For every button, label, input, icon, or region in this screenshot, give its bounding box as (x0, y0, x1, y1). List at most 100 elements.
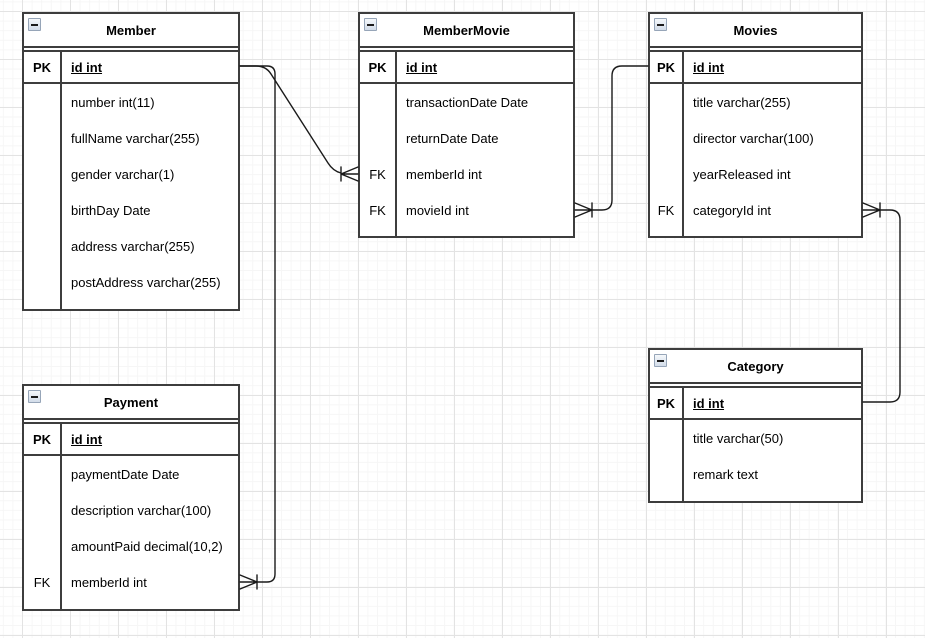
entity-table-category[interactable]: Category PK id int title varchar(50) remark… (648, 348, 863, 503)
entity-title: Movies (733, 22, 778, 38)
entity-rows: PK id int number int(11) fullName varchar(2… (24, 52, 238, 300)
table-row[interactable]: FK movieId int (360, 192, 573, 228)
key-column-divider (60, 422, 62, 609)
entity-title: Member (106, 22, 156, 38)
table-row[interactable]: gender varchar(1) (24, 156, 238, 192)
relationship-member-to-payment[interactable] (239, 65, 276, 583)
table-row[interactable]: paymentDate Date (24, 456, 238, 492)
field-label: title varchar(50) (693, 430, 784, 446)
table-row[interactable]: FK memberId int (360, 156, 573, 192)
table-row[interactable]: birthDay Date (24, 192, 238, 228)
table-row[interactable]: FK categoryId int (650, 192, 861, 228)
header-separator (24, 50, 238, 52)
field-label: memberId int (406, 166, 482, 182)
entity-rows: PK id int paymentDate Date description varc… (24, 424, 238, 600)
key-label: PK (368, 59, 387, 75)
table-row[interactable]: fullName varchar(255) (24, 120, 238, 156)
table-row[interactable]: address varchar(255) (24, 228, 238, 264)
field-label: paymentDate Date (71, 466, 180, 482)
key-label: FK (33, 574, 51, 590)
key-label: PK (32, 59, 52, 75)
relationship-movies-to-membermovie[interactable] (591, 65, 649, 211)
entity-header: Movies (650, 14, 861, 48)
entity-header: MemberMovie (360, 14, 573, 48)
entity-header: Member (24, 14, 238, 48)
entity-table-member[interactable]: Member PK id int number int(11) fullName va… (22, 12, 240, 311)
field-label: remark text (693, 466, 759, 482)
primary-key-row[interactable]: PK id int (24, 52, 238, 84)
key-column-divider (395, 50, 397, 236)
crowfoot-many-icon (340, 166, 359, 182)
header-separator (360, 50, 573, 52)
table-row[interactable]: amountPaid decimal(10,2) (24, 528, 238, 564)
header-separator (650, 50, 861, 52)
field-label: id int (693, 395, 725, 411)
table-row[interactable]: returnDate Date (360, 120, 573, 156)
primary-key-row[interactable]: PK id int (650, 52, 861, 84)
field-label: title varchar(255) (693, 94, 791, 110)
table-row[interactable]: yearReleased int (650, 156, 861, 192)
table-row[interactable]: title varchar(255) (650, 84, 861, 120)
key-label: PK (656, 395, 676, 411)
field-label: director varchar(100) (693, 130, 814, 146)
field-label: categoryId int (693, 202, 772, 218)
field-label: description varchar(100) (71, 502, 212, 518)
field-label: number int(11) (71, 94, 155, 110)
key-label: FK (369, 202, 386, 218)
key-label: FK (369, 166, 386, 182)
collapse-minus-icon[interactable] (364, 18, 377, 31)
field-label: returnDate Date (406, 130, 499, 146)
field-label: memberId int (71, 574, 147, 590)
collapse-minus-icon[interactable] (654, 354, 667, 367)
field-label: id int (71, 59, 103, 75)
entity-table-movies[interactable]: Movies PK id int title varchar(255) directo… (648, 12, 863, 238)
field-label: fullName varchar(255) (71, 130, 200, 146)
table-row[interactable]: number int(11) (24, 84, 238, 120)
relationship-member-to-membermovie[interactable] (239, 65, 342, 174)
key-column-divider (682, 50, 684, 236)
field-label: id int (693, 59, 725, 75)
field-label: amountPaid decimal(10,2) (71, 538, 223, 554)
table-row[interactable]: description varchar(100) (24, 492, 238, 528)
field-label: yearReleased int (693, 166, 791, 182)
header-separator (650, 386, 861, 388)
entity-rows: PK id int title varchar(50) remark text (650, 388, 861, 492)
collapse-minus-icon[interactable] (654, 18, 667, 31)
table-row[interactable]: postAddress varchar(255) (24, 264, 238, 300)
entity-table-payment[interactable]: Payment PK id int paymentDate Date descript… (22, 384, 240, 611)
key-label: FK (657, 202, 675, 218)
field-label: gender varchar(1) (71, 166, 175, 182)
table-row[interactable]: remark text (650, 456, 861, 492)
field-label: transactionDate Date (406, 94, 529, 110)
crowfoot-many-icon (239, 574, 258, 590)
key-column-divider (682, 386, 684, 501)
field-label: birthDay Date (71, 202, 151, 218)
primary-key-row[interactable]: PK id int (24, 424, 238, 456)
table-row[interactable]: director varchar(100) (650, 120, 861, 156)
table-row[interactable]: transactionDate Date (360, 84, 573, 120)
relationship-category-to-movies[interactable] (862, 209, 901, 403)
table-row[interactable]: title varchar(50) (650, 420, 861, 456)
entity-header: Category (650, 350, 861, 384)
field-label: id int (71, 431, 103, 447)
entity-title: Category (727, 358, 784, 374)
collapse-minus-icon[interactable] (28, 18, 41, 31)
table-row[interactable]: FK memberId int (24, 564, 238, 600)
key-label: PK (32, 431, 52, 447)
field-label: movieId int (406, 202, 469, 218)
entity-title: MemberMovie (423, 22, 510, 38)
entity-rows: PK id int title varchar(255) director varch… (650, 52, 861, 228)
crowfoot-many-icon (574, 202, 593, 218)
entity-header: Payment (24, 386, 238, 420)
header-separator (24, 422, 238, 424)
crowfoot-many-icon (862, 202, 881, 218)
key-label: PK (656, 59, 676, 75)
primary-key-row[interactable]: PK id int (650, 388, 861, 420)
entity-title: Payment (103, 394, 159, 410)
field-label: address varchar(255) (71, 238, 195, 254)
collapse-minus-icon[interactable] (28, 390, 41, 403)
